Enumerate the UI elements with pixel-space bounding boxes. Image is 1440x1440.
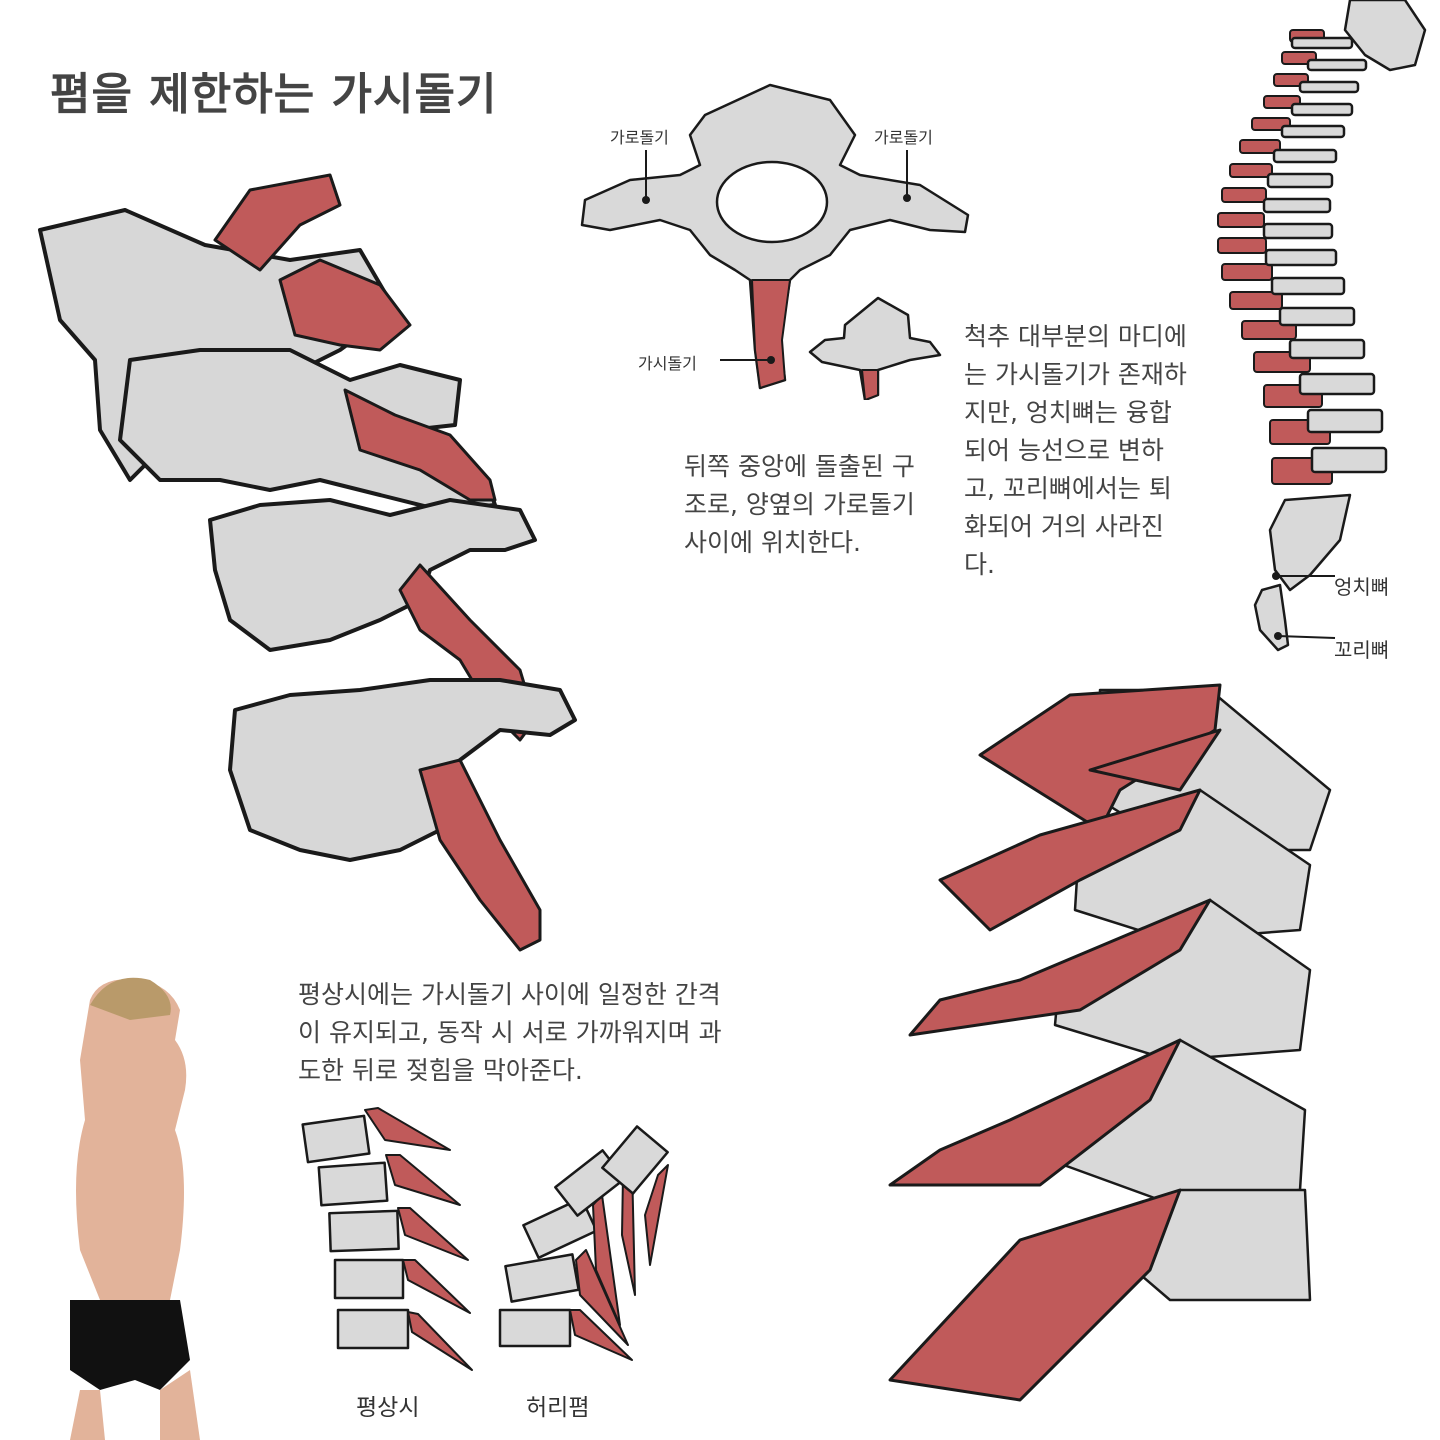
spinous-process-highlight: [751, 279, 791, 389]
label-spinous: 가시돌기: [638, 354, 697, 373]
page-title: 폄을 제한하는 가시돌기: [50, 69, 498, 120]
block-spine-illustration: [888, 683, 1332, 1402]
label-sacrum: 엉치뼈: [1334, 575, 1390, 599]
spinous-process-2: [278, 258, 412, 352]
label-coccyx: 꼬리뼈: [1334, 638, 1390, 662]
lumbar-vertebrae-illustration: [38, 173, 577, 952]
vertebral-column: [1217, 29, 1388, 485]
block-2: [938, 788, 1312, 942]
vertebra-4: [228, 678, 577, 952]
block-3: [908, 898, 1312, 1062]
sacrum: [1268, 493, 1352, 592]
block-4: [888, 1038, 1307, 1202]
body-extension-photo: [70, 977, 200, 1440]
spinous-process-5: [418, 758, 542, 952]
spinous-process-1: [213, 173, 342, 272]
label-transverse-left: 가로돌기: [610, 128, 669, 147]
neutral-blocks-diagram: [301, 1107, 473, 1371]
small-spinous-process: [861, 369, 879, 400]
vertebra-top-view: [580, 83, 970, 400]
caption-center: 뒤쪽 중앙에 돌출된 구 조로, 양옆의 가로돌기 사이에 위치한다.: [684, 452, 915, 557]
extension-blocks-diagram: [498, 1125, 669, 1361]
skull: [1343, 0, 1427, 72]
label-transverse-right: 가로돌기: [874, 128, 933, 147]
label-neutral: 평상시: [356, 1395, 420, 1421]
spine-side-view: [1217, 0, 1427, 652]
caption-bottom: 평상시에는 가시돌기 사이에 일정한 간격 이 유지되고, 동작 시 서로 가까…: [298, 980, 722, 1085]
spinous-process-3: [343, 388, 497, 502]
coccyx: [1253, 583, 1290, 652]
caption-right: 척추 대부분의 마디에 는 가시돌기가 존재하 지만, 엉치뼈는 융합 되어 능…: [964, 322, 1187, 579]
block-5: [888, 1188, 1312, 1402]
label-extension: 허리폄: [526, 1395, 590, 1421]
vertebra-2: [118, 348, 497, 512]
